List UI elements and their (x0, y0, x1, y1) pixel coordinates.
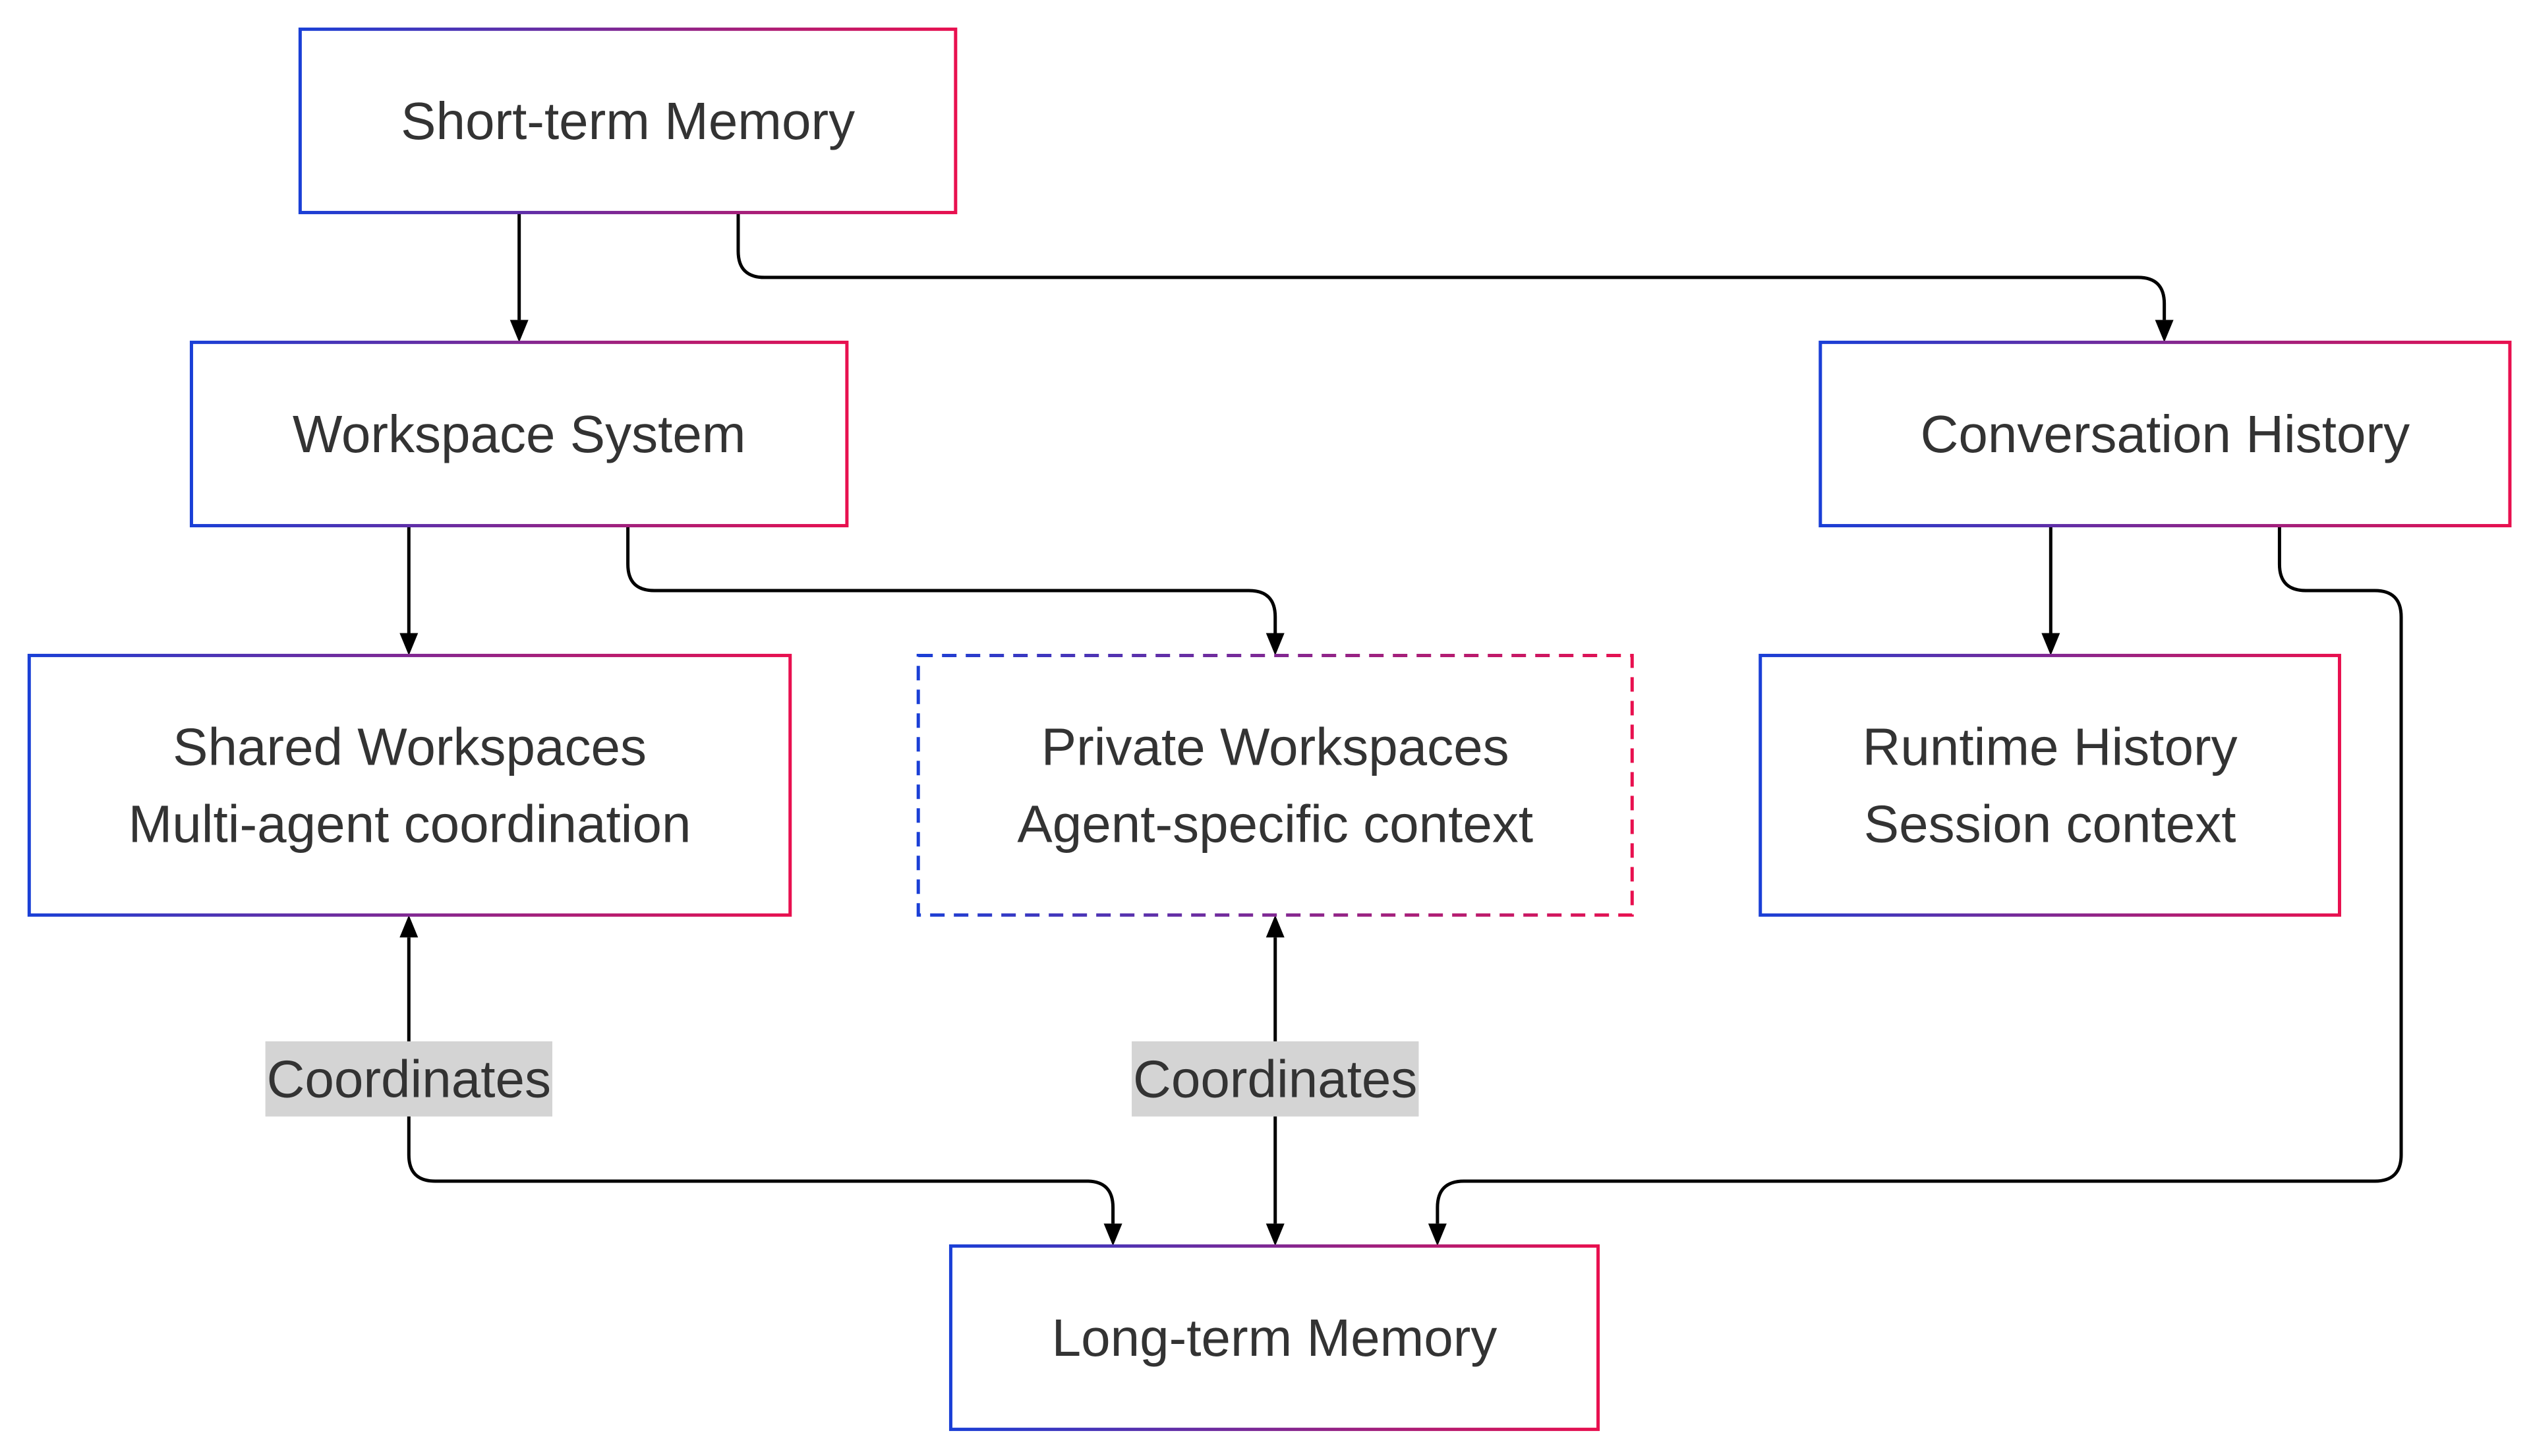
arrowhead (2155, 320, 2174, 343)
arrowhead (399, 915, 419, 938)
node-label: Conversation History (1921, 405, 2410, 463)
node-label: Session context (1864, 794, 2236, 853)
node-short-term: Short-term Memory (298, 27, 958, 214)
edges-layer (399, 212, 2403, 1246)
node-conversation: Conversation History (1818, 340, 2512, 528)
node-label: Shared Workspaces (173, 717, 647, 776)
node-box (1759, 653, 2341, 917)
edge-workspace-to-shared (399, 525, 419, 656)
node-box (1818, 340, 2512, 528)
arrowhead (1266, 633, 1285, 656)
edge-line (736, 212, 2167, 320)
arrowhead (1428, 1223, 1447, 1246)
arrowhead (1266, 915, 1285, 938)
node-long-term: Long-term Memory (948, 1244, 1600, 1432)
arrowhead (509, 320, 529, 343)
edge-line (407, 937, 1115, 1224)
edge-short-term-to-workspace (509, 212, 529, 343)
edge-label-background (265, 1041, 552, 1117)
arrowhead (1103, 1223, 1122, 1246)
edge-conversation-to-long-term (1428, 525, 2403, 1246)
node-box (189, 340, 849, 528)
node-box (948, 1244, 1600, 1432)
edge-workspace-to-private (626, 525, 1285, 656)
edge-conversation-to-runtime (2041, 525, 2060, 656)
node-box (298, 27, 958, 214)
edge-line (626, 525, 1277, 633)
edge-line (1436, 525, 2403, 1224)
node-label: Agent-specific context (1017, 794, 1533, 853)
node-label: Multi-agent coordination (129, 794, 691, 853)
node-box (916, 653, 1634, 917)
node-label: Long-term Memory (1052, 1308, 1498, 1367)
edge-label-text: Coordinates (267, 1049, 551, 1108)
edge-shared-to-long-term (399, 915, 1122, 1246)
edge-short-term-to-conversation (736, 212, 2174, 343)
edge-label: Coordinates (1132, 1041, 1419, 1117)
arrowhead (2041, 633, 2060, 656)
node-box (27, 653, 792, 917)
edge-label-text: Coordinates (1133, 1049, 1417, 1108)
node-label: Runtime History (1863, 717, 2238, 776)
node-label: Workspace System (293, 405, 746, 463)
arrowhead (1266, 1223, 1285, 1246)
edge-label: Coordinates (265, 1041, 552, 1117)
node-label: Short-term Memory (401, 92, 855, 150)
edge-label-background (1132, 1041, 1419, 1117)
node-label: Private Workspaces (1041, 717, 1509, 776)
arrowhead (399, 633, 419, 656)
edge-labels-layer: Coordinates Coordinates (265, 1041, 1419, 1117)
node-workspace: Workspace System (189, 340, 849, 528)
